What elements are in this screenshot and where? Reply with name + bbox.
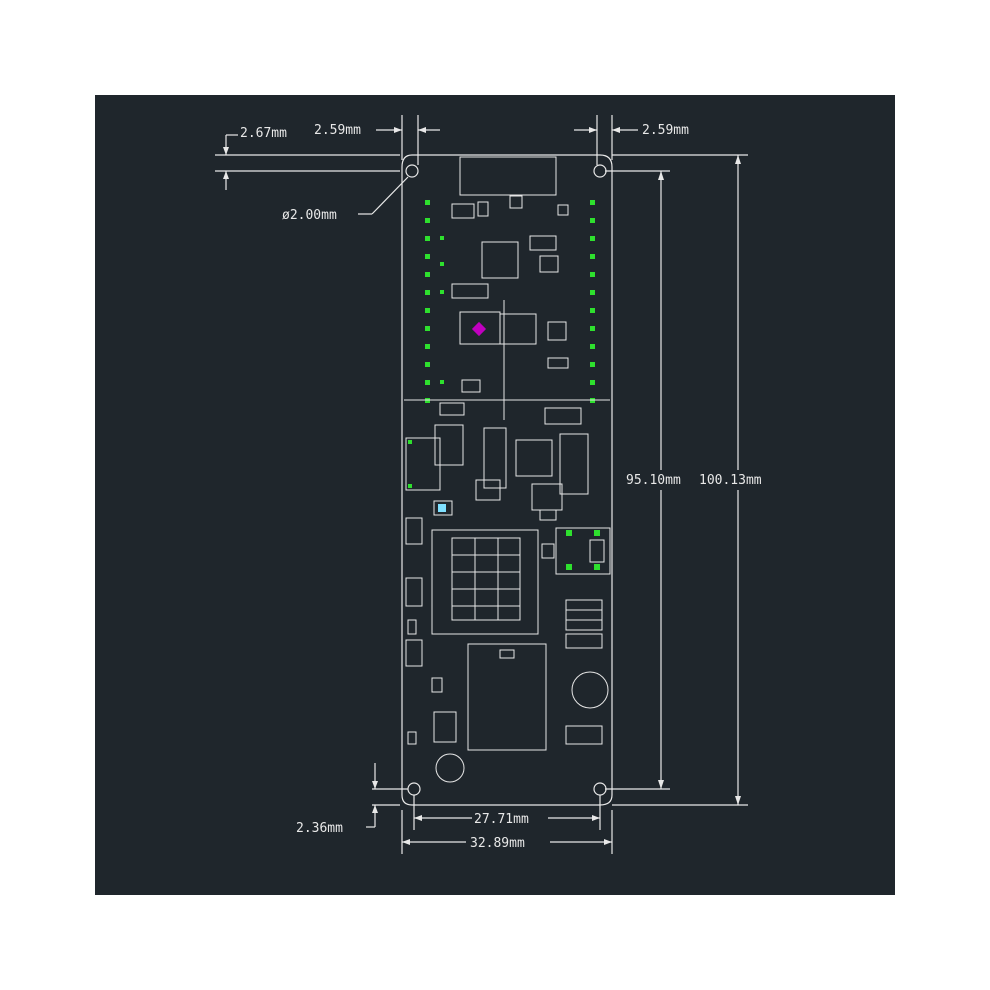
dim-right-heights: 95.10mm 100.13mm: [605, 154, 762, 806]
label-hole-spacing-height: 95.10mm: [626, 473, 681, 488]
dim-hole-diameter: ø2.00mm: [282, 176, 409, 223]
label-top-left-offset: 2.67mm: [240, 126, 287, 141]
label-top-right-inset: 2.59mm: [642, 123, 689, 138]
dim-bottom-offset: 2.36mm: [296, 763, 408, 836]
button: [435, 753, 465, 783]
dim-bottom-widths: 27.71mm 32.89mm: [401, 795, 613, 854]
canvas-background: [95, 95, 895, 895]
pcb-drawing: 2.67mm 2.59mm 2.59mm ø2.00mm: [95, 95, 895, 895]
mcu-chip-1: [481, 241, 519, 279]
mcu-chip-2: [515, 439, 553, 477]
label-board-width: 32.89mm: [470, 836, 525, 851]
label-hole-diameter: ø2.00mm: [282, 208, 337, 223]
components: [404, 156, 611, 783]
led-cyan: [438, 504, 446, 512]
buzzer: [571, 671, 609, 709]
label-hole-spacing-width: 27.71mm: [474, 812, 529, 827]
power-switch: [555, 527, 611, 575]
label-board-height: 100.13mm: [699, 473, 762, 488]
display-module: [431, 529, 539, 635]
drawing-canvas: 2.67mm 2.59mm 2.59mm ø2.00mm: [95, 95, 895, 895]
dim-top-left-inset: 2.59mm: [314, 115, 440, 165]
mounting-hole-top-left: [405, 164, 419, 178]
dim-top-left-offset: 2.67mm: [215, 126, 400, 190]
magenta-marker: [471, 321, 487, 337]
top-connector: [459, 156, 557, 196]
side-connector: [405, 437, 441, 491]
sd-card-slot: [467, 643, 547, 751]
dim-top-right-inset: 2.59mm: [574, 115, 689, 165]
label-top-left-inset: 2.59mm: [314, 123, 361, 138]
label-bottom-offset: 2.36mm: [296, 821, 343, 836]
